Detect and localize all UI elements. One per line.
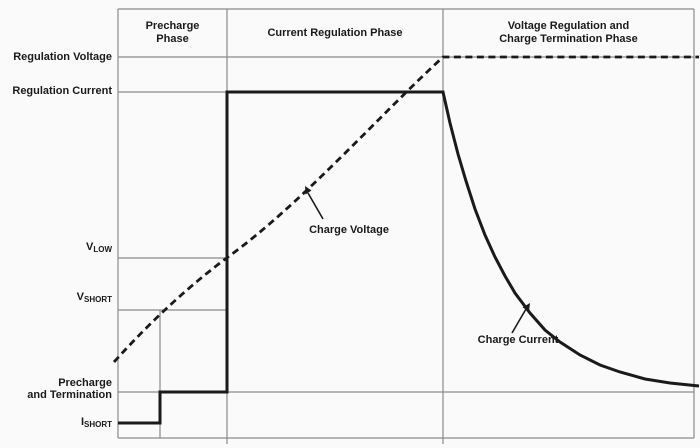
precharge-termination-label-line2: and Termination bbox=[27, 389, 112, 401]
phase-header-precharge-line2: Phase bbox=[156, 33, 189, 45]
charge-voltage-annotation: Charge Voltage bbox=[309, 224, 389, 236]
vlow-label-sub: LOW bbox=[93, 245, 112, 254]
charge-voltage-arrow bbox=[305, 186, 324, 220]
phase-header-current-regulation-line1: Current Regulation Phase bbox=[267, 27, 403, 39]
vshort-label-main: V bbox=[76, 291, 84, 303]
precharge-termination-label-line1: Precharge bbox=[58, 377, 112, 389]
phase-header-voltage-regulation-line2: Charge Termination Phase bbox=[499, 33, 638, 45]
charge-voltage-curve bbox=[112, 55, 699, 363]
precharge-termination-label: Precharge and Termination bbox=[0, 377, 112, 401]
phase-header-voltage-regulation: Voltage Regulation and Charge Terminatio… bbox=[443, 20, 694, 46]
ishort-label: ISHORT bbox=[0, 416, 112, 429]
phase-header-precharge: Precharge Phase bbox=[118, 20, 227, 46]
phase-header-voltage-regulation-line1: Voltage Regulation and bbox=[507, 20, 630, 32]
regulation-voltage-label: Regulation Voltage bbox=[13, 51, 112, 63]
ishort-label-main: I bbox=[80, 416, 84, 428]
phase-header-current-regulation: Current Regulation Phase bbox=[227, 27, 443, 40]
ishort-label-sub: SHORT bbox=[84, 420, 112, 429]
charge-current-arrow bbox=[511, 303, 530, 334]
vshort-label-sub: SHORT bbox=[84, 295, 112, 304]
vshort-label: VSHORT bbox=[0, 291, 112, 304]
regulation-current-label: Regulation Current bbox=[12, 85, 112, 97]
charge-current-annotation: Charge Current bbox=[477, 334, 559, 346]
vlow-label: VLOW bbox=[0, 241, 112, 254]
charge-current-curve bbox=[118, 90, 700, 425]
vlow-label-main: V bbox=[85, 241, 94, 253]
phase-header-precharge-line1: Precharge bbox=[145, 20, 200, 32]
